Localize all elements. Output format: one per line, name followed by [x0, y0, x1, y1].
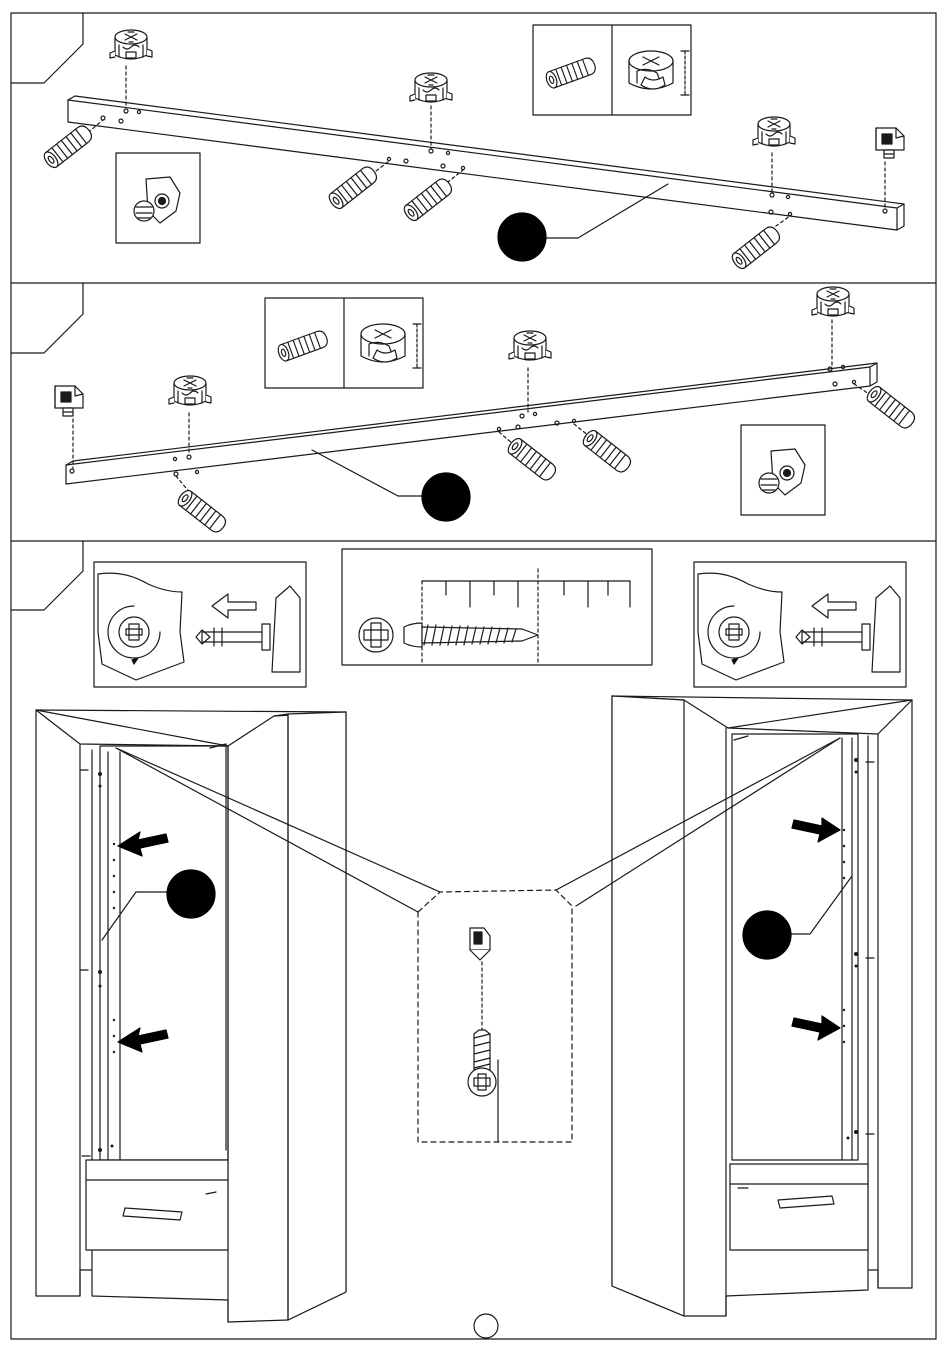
plastic-connector-icon: [55, 386, 83, 416]
wooden-dowel-icon: [402, 176, 455, 223]
wooden-dowel-icon: [865, 384, 918, 431]
step-mount-rails-to-sides: [11, 541, 912, 1322]
cam-lock-icon: [110, 30, 152, 59]
cam-lock-icon: [753, 117, 795, 146]
zoom-detail-box: [741, 425, 825, 515]
wooden-dowel-icon: [176, 488, 229, 535]
fittings-detail-box: [265, 298, 423, 388]
cabinet-right: [612, 696, 912, 1316]
step-number-tab: [11, 283, 83, 353]
wooden-dowel-icon: [730, 224, 783, 271]
page-number-badge: [474, 1314, 498, 1338]
step-rail-bottom: [11, 283, 917, 535]
cam-lock-icon: [410, 73, 452, 102]
cam-tighten-detail-left: [94, 562, 306, 687]
wooden-dowel-icon: [581, 428, 634, 475]
step-number-tab: [11, 541, 83, 610]
zoom-detail-box: [116, 153, 200, 243]
cam-lock-icon: [812, 287, 854, 316]
connector-zoom-detail: [418, 890, 572, 1142]
step-rail-top: [11, 13, 904, 271]
cam-lock-icon: [509, 331, 551, 360]
wooden-dowel-icon: [506, 436, 559, 483]
wooden-dowel-icon: [327, 164, 380, 211]
wooden-dowel-icon: [42, 123, 95, 170]
screw-length-detail: [342, 549, 652, 665]
part-callout: [312, 450, 470, 521]
cam-tighten-detail-right: [694, 562, 906, 687]
cabinet-left: [36, 710, 346, 1322]
fittings-detail-box: [533, 25, 691, 115]
step-number-tab: [11, 13, 83, 83]
plastic-connector-icon: [876, 128, 904, 158]
cam-lock-icon: [169, 376, 211, 405]
